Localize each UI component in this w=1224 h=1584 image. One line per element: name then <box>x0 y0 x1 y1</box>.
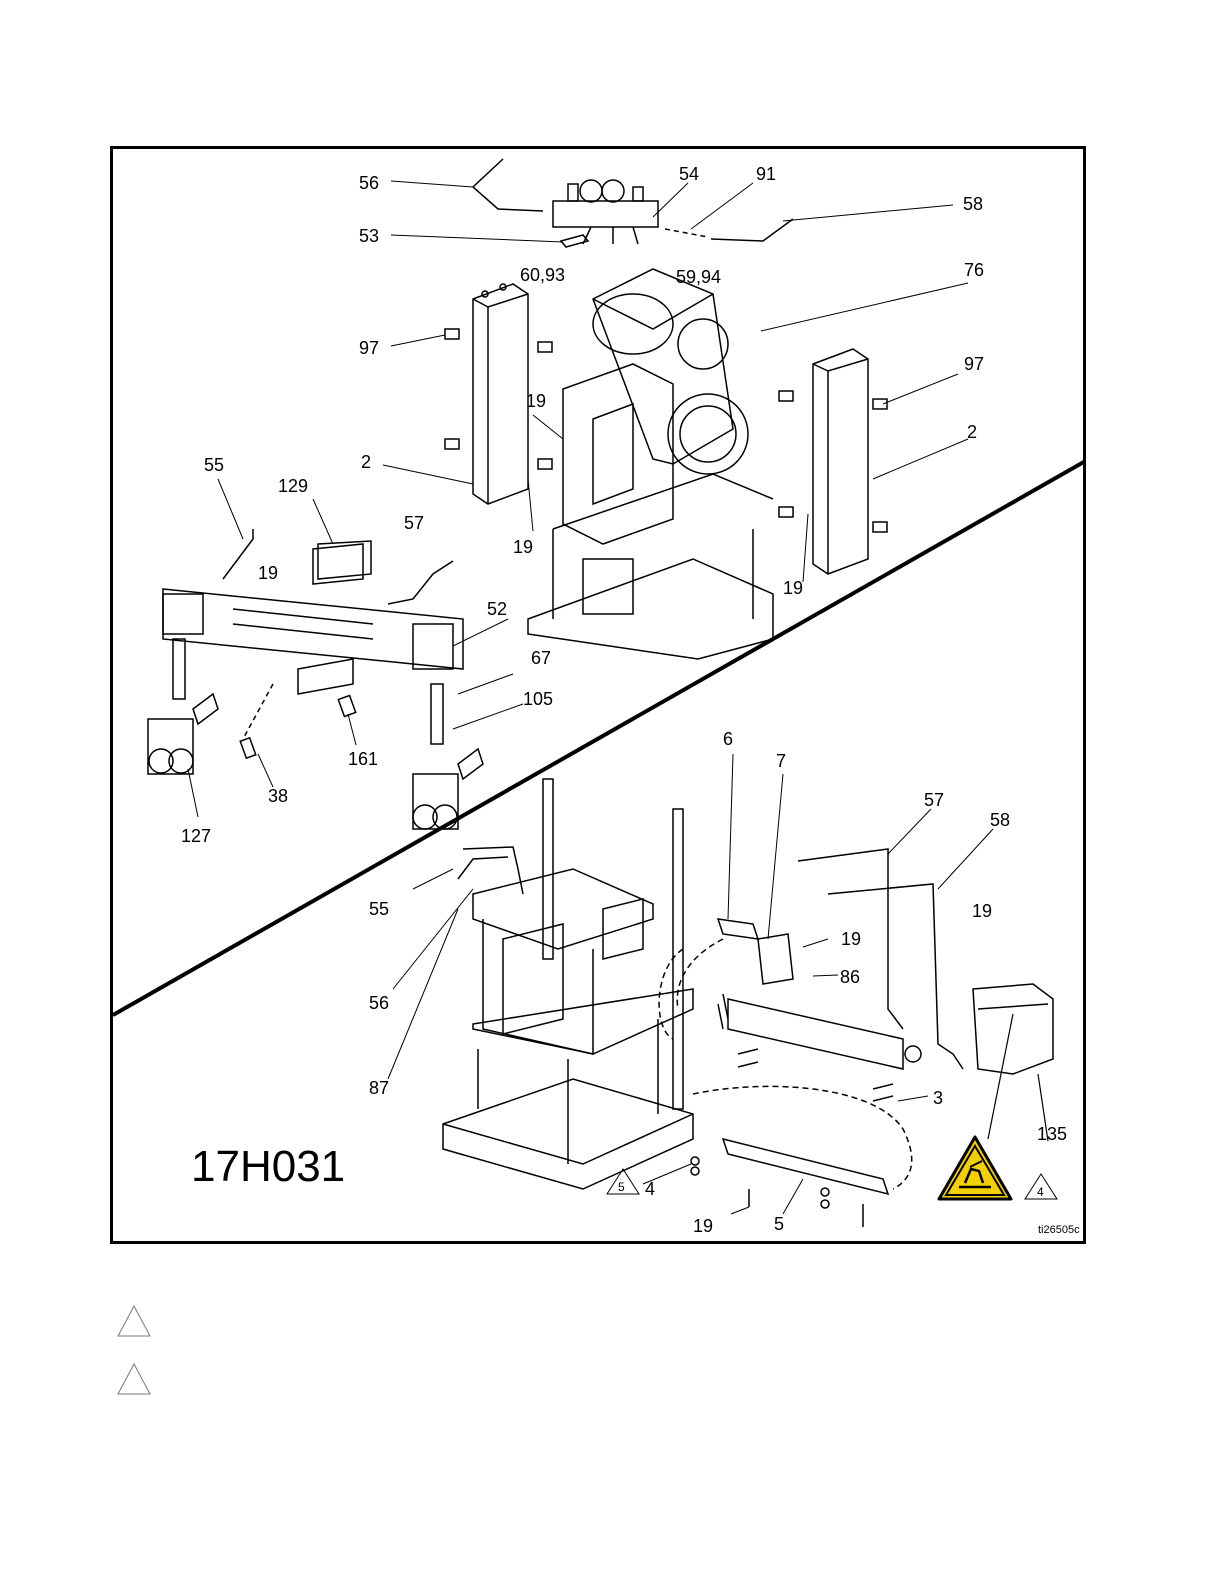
callout-19-guard: 19 <box>258 563 278 583</box>
column-left <box>473 284 528 504</box>
callout-161: 161 <box>348 749 378 769</box>
callout-56-lower: 56 <box>369 993 389 1013</box>
callout-52: 52 <box>487 599 507 619</box>
note-flag-4: 4 <box>1025 1174 1057 1199</box>
exploded-parts-diagram: 56 54 91 58 53 60,93 59,94 76 97 97 19 2… <box>110 146 1086 1244</box>
callout-127: 127 <box>181 826 211 846</box>
callout-53: 53 <box>359 226 379 246</box>
callout-6: 6 <box>723 729 733 749</box>
main-frame <box>528 269 773 659</box>
callout-97-left: 97 <box>359 338 379 358</box>
base-frame <box>443 779 693 1189</box>
callout-2-right: 2 <box>967 422 977 442</box>
callout-7: 7 <box>776 751 786 771</box>
note-flag-5: 5 <box>607 1169 639 1194</box>
callout-19-column: 19 <box>513 537 533 557</box>
callout-54: 54 <box>679 164 699 184</box>
callout-91: 91 <box>756 164 776 184</box>
callout-57: 57 <box>404 513 424 533</box>
callout-5: 5 <box>774 1214 784 1234</box>
callout-19-right: 19 <box>783 578 803 598</box>
model-number: 17H031 <box>191 1142 345 1191</box>
leader-lines <box>188 181 993 1214</box>
hot-surface-warning-icon <box>939 1137 1011 1199</box>
bracket-7 <box>758 934 793 984</box>
callout-87: 87 <box>369 1078 389 1098</box>
svg-text:5: 5 <box>618 1180 625 1194</box>
callout-56: 56 <box>359 173 379 193</box>
callout-58: 58 <box>963 194 983 214</box>
cover-135 <box>973 984 1053 1074</box>
callout-135: 135 <box>1037 1124 1067 1144</box>
callout-86: 86 <box>840 967 860 987</box>
plate-5 <box>723 1139 888 1194</box>
heater-body <box>728 999 903 1069</box>
hose-58 <box>711 219 793 241</box>
callout-57-lower: 57 <box>924 790 944 810</box>
hose-55 <box>463 847 523 894</box>
clips-97 <box>445 329 887 532</box>
gauge-manifold <box>553 180 658 244</box>
callout-3: 3 <box>933 1088 943 1108</box>
column-right <box>813 349 868 574</box>
upper-assembly <box>148 159 887 829</box>
callout-58-lower: 58 <box>990 810 1010 830</box>
note-triangle-icon <box>116 1304 152 1338</box>
hose-56 <box>473 159 543 211</box>
pump-assembly <box>148 529 483 829</box>
callout-2-left: 2 <box>361 452 371 472</box>
callout-19-bracket: 19 <box>841 929 861 949</box>
callout-4: 4 <box>645 1179 655 1199</box>
callouts-upper: 56 54 91 58 53 60,93 59,94 76 97 97 19 2… <box>181 164 984 846</box>
callout-59-94: 59,94 <box>676 267 721 287</box>
callout-19-cover: 19 <box>972 901 992 921</box>
callout-97-right: 97 <box>964 354 984 374</box>
callout-60-93: 60,93 <box>520 265 565 285</box>
callout-105: 105 <box>523 689 553 709</box>
callout-19-frame: 19 <box>526 391 546 411</box>
callout-55: 55 <box>204 455 224 475</box>
callout-38: 38 <box>268 786 288 806</box>
callout-67: 67 <box>531 648 551 668</box>
bracket-6 <box>718 919 758 939</box>
callout-129: 129 <box>278 476 308 496</box>
callout-19-plate: 19 <box>693 1216 713 1236</box>
callout-55-lower: 55 <box>369 899 389 919</box>
svg-text:4: 4 <box>1037 1185 1044 1199</box>
image-reference: ti26505c <box>1038 1224 1080 1236</box>
callout-76: 76 <box>964 260 984 280</box>
note-triangle-icon <box>116 1362 152 1396</box>
